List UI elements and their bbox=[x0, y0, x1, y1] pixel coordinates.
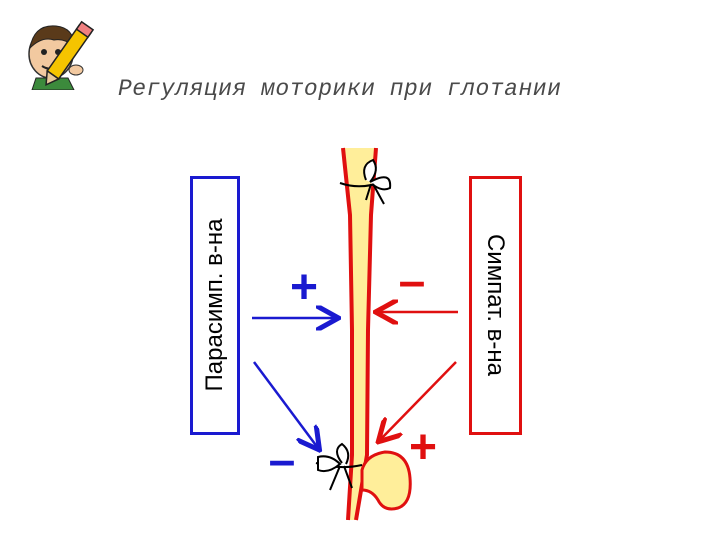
diagram-title: Регуляция моторики при глотании bbox=[118, 76, 562, 102]
lower-minus-sign: – bbox=[269, 434, 296, 487]
ribbon-knot-icon bbox=[339, 158, 392, 205]
blue-arrow-lower bbox=[252, 361, 318, 448]
parasympathetic-nerve-box bbox=[190, 176, 240, 435]
upper-plus-sign: + bbox=[290, 261, 318, 314]
esophagus-wall-left bbox=[341, 147, 354, 521]
ribbon-knot-icon bbox=[315, 442, 363, 491]
lower-plus-sign: + bbox=[409, 421, 437, 474]
sympathetic-nerve-label: Симпат. в-на bbox=[482, 233, 509, 377]
red-arrow-lower bbox=[380, 361, 457, 440]
stomach bbox=[360, 450, 412, 511]
parasympathetic-nerve-label: Парасимп. в-на bbox=[201, 218, 228, 392]
upper-minus-sign: – bbox=[399, 255, 426, 308]
cartoon-pencil-icon bbox=[28, 20, 95, 90]
sympathetic-nerve-box bbox=[469, 176, 522, 435]
